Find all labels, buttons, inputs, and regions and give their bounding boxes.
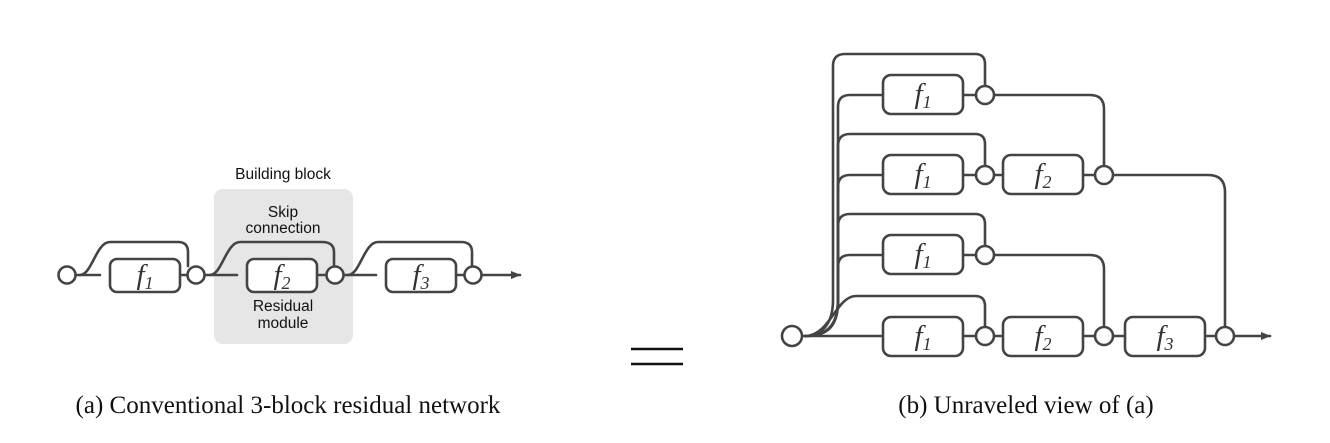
unraveled-module-f1-box — [881, 233, 965, 276]
unraveled-module-f3-box — [1123, 315, 1207, 358]
unraveled-module-f1-box — [881, 315, 965, 358]
residual-module-label-line1: Residual — [253, 298, 313, 315]
skip-connection-label-line1: Skip — [268, 204, 298, 221]
addition-node — [1093, 325, 1115, 347]
residual-module-f2-box — [245, 257, 319, 294]
panel-b: f1 f1 f2 f1 f1 f2 f3 (b) Unraveled view … — [780, 52, 1272, 419]
equals-sign: = — [631, 347, 683, 366]
addition-node — [974, 164, 996, 186]
addition-node — [463, 265, 483, 285]
skip-connection-2 — [208, 240, 336, 277]
addition-node — [974, 244, 996, 266]
unraveled-module-f1-box — [881, 73, 965, 116]
unraveled-module-f2-box — [1001, 315, 1085, 358]
addition-node — [1093, 164, 1115, 186]
building-block-label: Building block — [235, 166, 331, 183]
merge-wire — [992, 253, 1106, 329]
addition-node — [974, 325, 996, 347]
addition-node — [325, 265, 345, 285]
input-node — [780, 324, 804, 348]
branch-wire — [803, 253, 885, 338]
skip-connection-3 — [346, 240, 474, 277]
panel-a: Building block Skip connection Residual … — [57, 166, 522, 419]
branch-wire — [803, 294, 987, 338]
skip-connection-1 — [78, 240, 190, 277]
skip-connection-label-line2: connection — [246, 220, 321, 237]
residual-module-f1-box — [108, 257, 182, 294]
residual-module-label-line2: module — [258, 315, 309, 332]
input-node — [57, 265, 77, 285]
addition-node — [974, 84, 996, 106]
addition-node — [186, 265, 206, 285]
unraveled-module-f1-box — [881, 153, 965, 196]
unraveled-module-f2-box — [1001, 153, 1085, 196]
merge-wire — [1111, 173, 1227, 329]
caption-b: (b) Unraveled view of (a) — [898, 392, 1153, 419]
caption-a: (a) Conventional 3-block residual networ… — [76, 392, 501, 419]
merge-wire — [992, 93, 1106, 168]
residual-module-f3-box — [384, 257, 458, 294]
addition-node — [1214, 325, 1236, 347]
